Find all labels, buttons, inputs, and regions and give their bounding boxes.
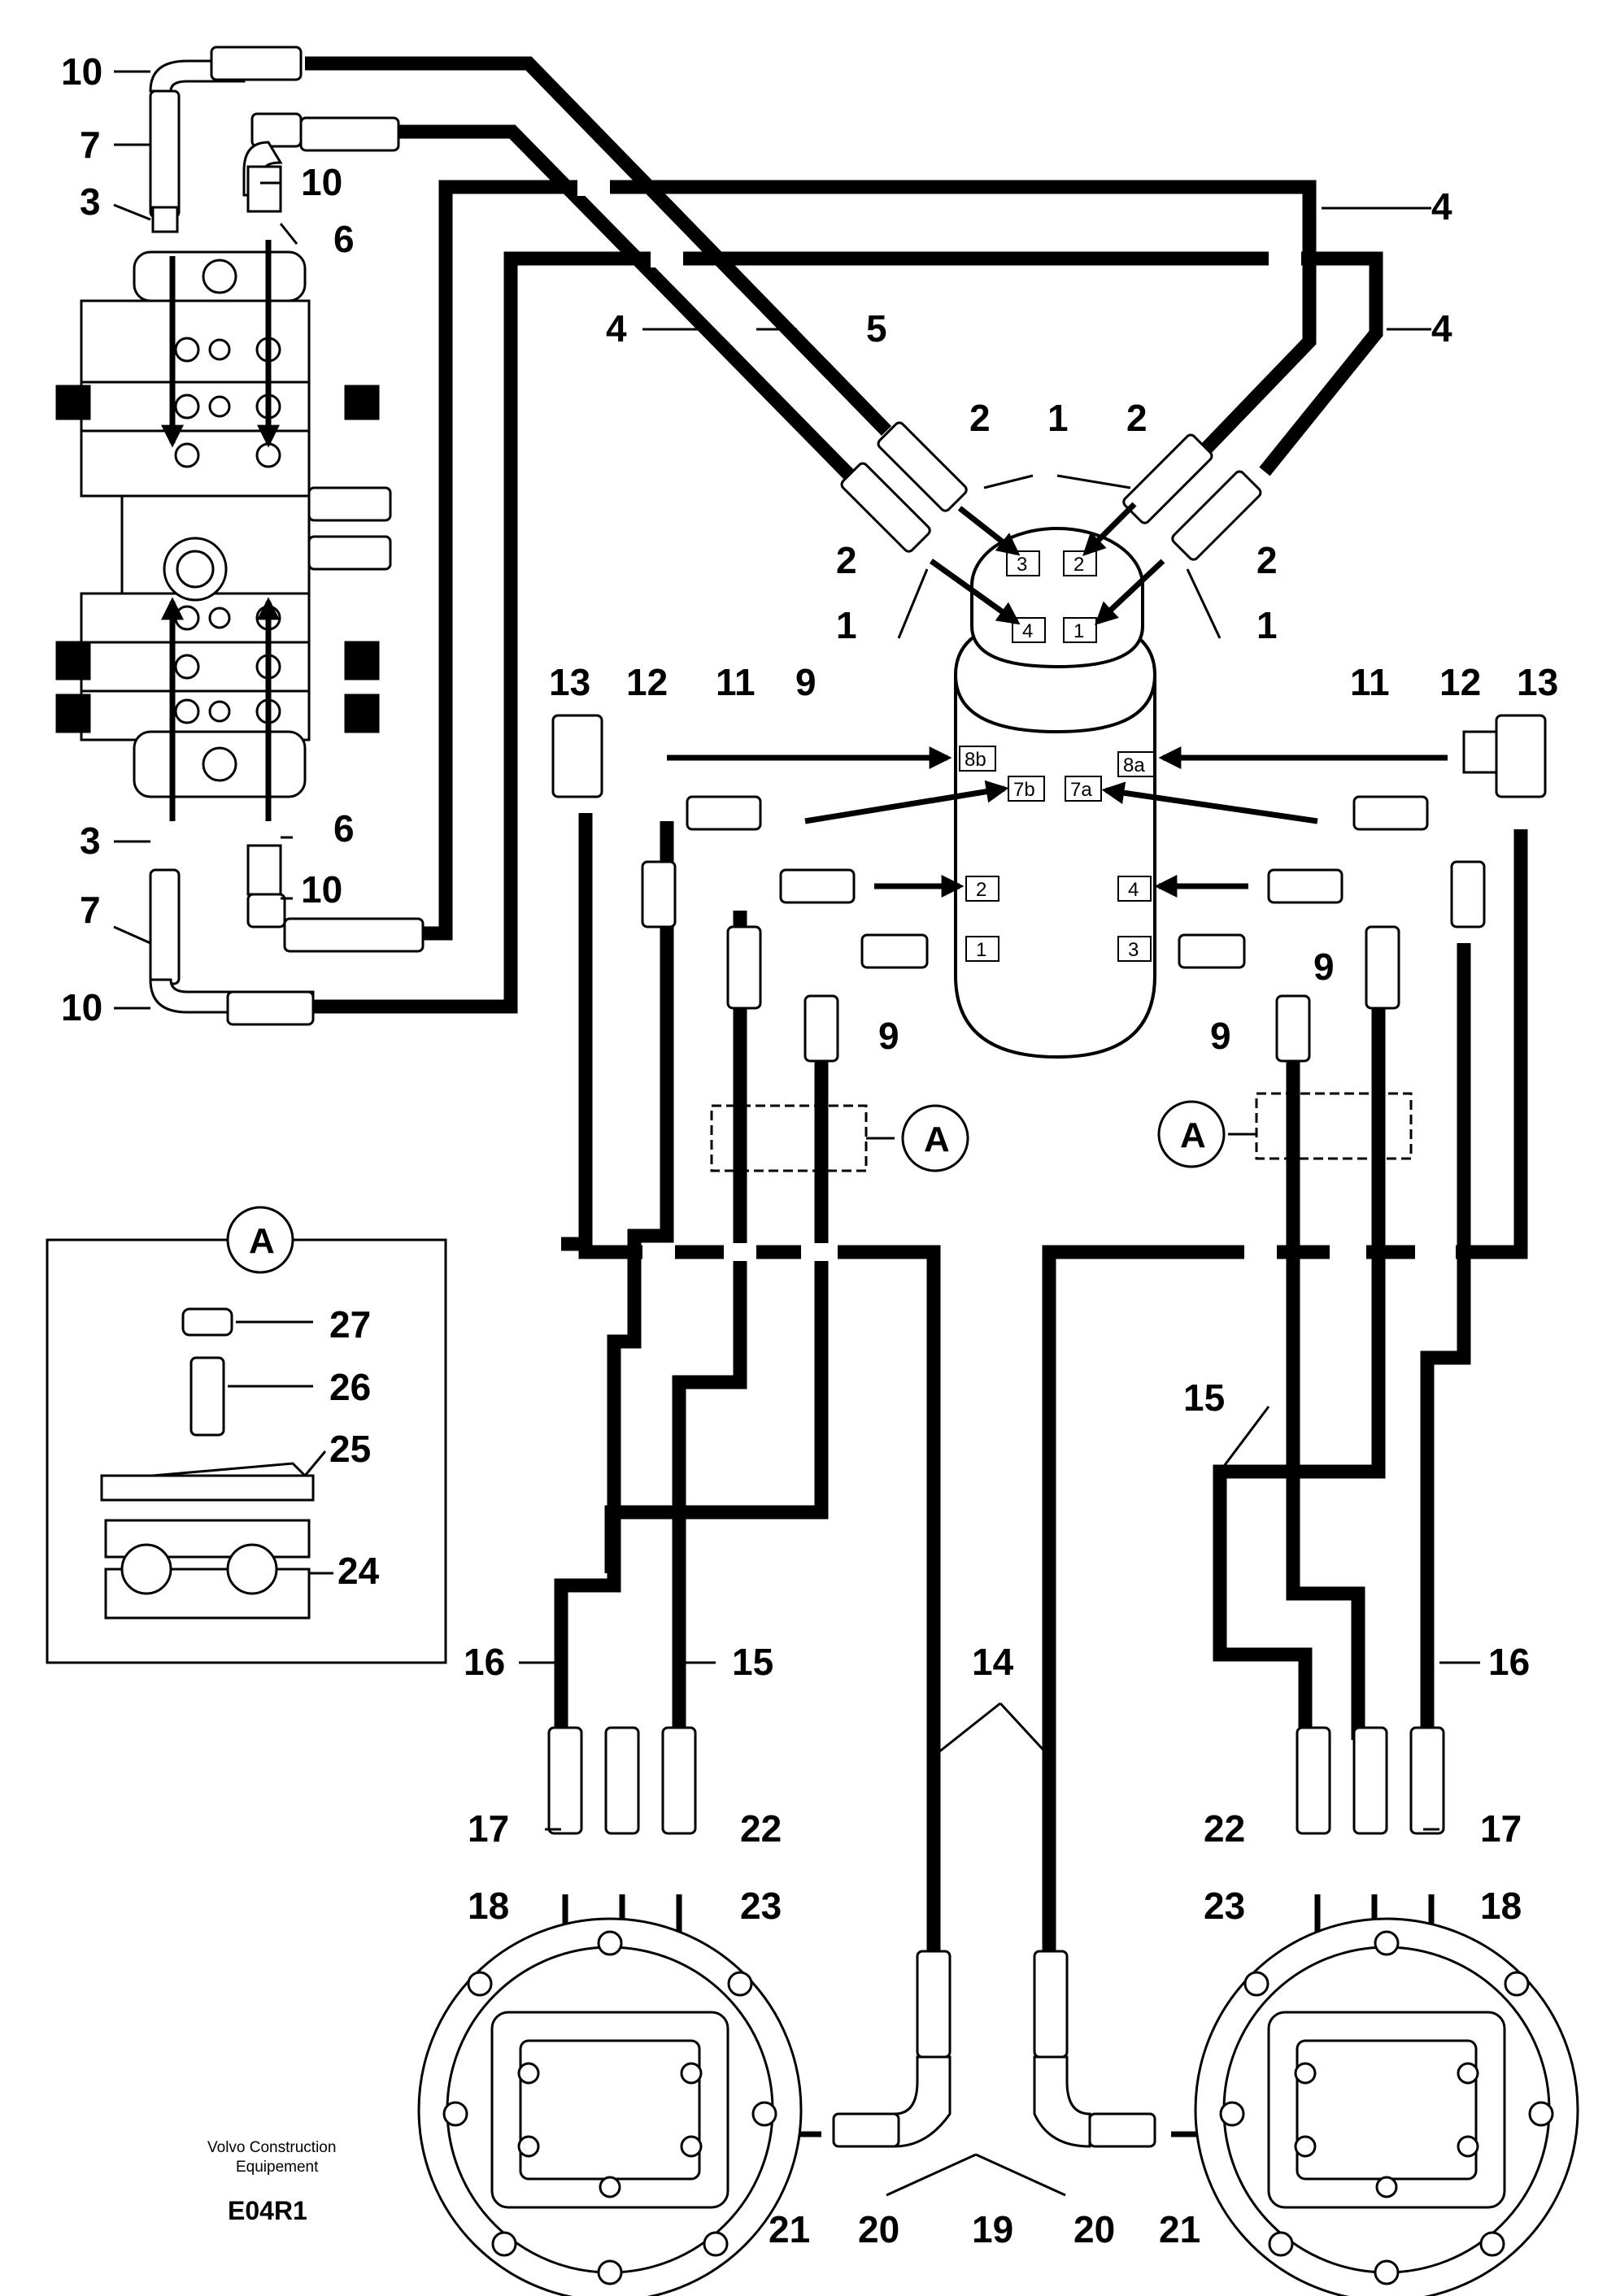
callout-11-left: 11 (716, 661, 756, 703)
callout-10-b: 10 (301, 161, 342, 203)
callout-15-right: 15 (1183, 1376, 1225, 1419)
callout-21-right: 21 (1159, 2208, 1200, 2250)
callout-23-left: 23 (740, 1885, 782, 1927)
fittings (149, 46, 1547, 2148)
callout-11-right: 11 (1350, 661, 1390, 703)
callout-18-left: 18 (468, 1885, 509, 1927)
callout-2-c: 2 (836, 539, 857, 581)
port-2-top: 2 (1073, 554, 1084, 576)
callout-22-left: 22 (740, 1807, 782, 1850)
leader-lines (113, 70, 1480, 2197)
port-3-side: 3 (1128, 939, 1139, 961)
flow-arrows (161, 240, 1448, 2146)
callout-3-bot: 3 (80, 820, 101, 862)
hose-break-marks (455, 178, 1456, 1261)
callout-20-right: 20 (1073, 2208, 1115, 2250)
callout-16-right: 16 (1488, 1641, 1530, 1683)
callout-10-top: 10 (61, 50, 102, 93)
callout-5: 5 (866, 307, 887, 350)
callout-1-top: 1 (1047, 397, 1069, 439)
port-7b: 7b (1013, 779, 1035, 801)
callout-9-right-2: 9 (1210, 1015, 1231, 1057)
callout-16-left: 16 (464, 1641, 505, 1683)
callout-2-a: 2 (969, 397, 991, 439)
callout-6-bot: 6 (333, 807, 355, 850)
brand-line-2: Equipement (236, 2159, 319, 2176)
callout-3-top: 3 (80, 180, 101, 223)
callout-9-right: 9 (1313, 946, 1335, 988)
port-8b: 8b (965, 749, 986, 771)
callout-4-right: 4 (1431, 307, 1452, 350)
control-valve-block (55, 250, 392, 798)
callout-13-left: 13 (549, 661, 590, 703)
callout-21-left: 21 (769, 2208, 810, 2250)
callout-1-right: 1 (1256, 604, 1278, 646)
callout-15-left: 15 (732, 1641, 773, 1683)
a-marker-right: A (1180, 1115, 1206, 1155)
port-4-top: 4 (1022, 620, 1033, 642)
track-motor-left (417, 1917, 803, 2296)
callout-2-d: 2 (1256, 539, 1278, 581)
callout-20-left: 20 (858, 2208, 899, 2250)
port-7a: 7a (1070, 779, 1092, 801)
footer: Volvo Construction Equipement E04R1 (207, 2139, 336, 2225)
port-3-top: 3 (1017, 554, 1027, 576)
brand-line-1: Volvo Construction (207, 2139, 336, 2156)
callouts: 10 7 3 10 6 4 5 4 4 2 1 2 2 1 2 1 13 12 … (61, 50, 1558, 2250)
drawing-code: E04R1 (228, 2196, 307, 2225)
detail-a-marker: A (249, 1221, 275, 1261)
callout-9-left: 9 (795, 661, 817, 703)
track-motor-right (1194, 1917, 1579, 2296)
callout-23-right: 23 (1204, 1885, 1245, 1927)
a-marker-left: A (924, 1120, 950, 1159)
port-4-side: 4 (1128, 879, 1139, 901)
callout-14: 14 (972, 1641, 1014, 1683)
callout-19: 19 (972, 2208, 1013, 2250)
callout-7-top: 7 (80, 124, 101, 166)
callout-26: 26 (329, 1366, 371, 1408)
callout-13-right: 13 (1517, 661, 1558, 703)
callout-10-bot: 10 (61, 986, 102, 1028)
callout-6-top: 6 (333, 218, 355, 260)
callout-27: 27 (329, 1303, 371, 1346)
callout-25: 25 (329, 1428, 371, 1470)
callout-12-left: 12 (626, 661, 668, 703)
callout-24: 24 (338, 1550, 380, 1592)
callout-9-left-2: 9 (878, 1015, 899, 1057)
callout-2-b: 2 (1126, 397, 1148, 439)
port-2-side: 2 (976, 879, 986, 901)
callout-12-right: 12 (1439, 661, 1481, 703)
callout-22-right: 22 (1204, 1807, 1245, 1850)
callout-7-bot: 7 (80, 889, 101, 931)
detail-a-references: A A (710, 1092, 1413, 1172)
callout-18-right: 18 (1480, 1885, 1522, 1927)
callout-17-left: 17 (468, 1807, 509, 1850)
detail-a-box: A (46, 1206, 447, 1664)
callout-10-c: 10 (301, 868, 342, 911)
port-1-side: 1 (976, 939, 986, 961)
port-8a: 8a (1123, 754, 1145, 776)
hoses (305, 56, 1528, 1959)
callout-4-left: 4 (606, 307, 627, 350)
callout-1-left: 1 (836, 604, 857, 646)
swivel-port-labels: 3 2 4 1 8b 7b 2 1 8a 7a 4 3 (959, 550, 1155, 962)
callout-17-right: 17 (1480, 1807, 1522, 1850)
callout-4-right-top: 4 (1431, 185, 1452, 228)
port-1-top: 1 (1073, 620, 1084, 642)
